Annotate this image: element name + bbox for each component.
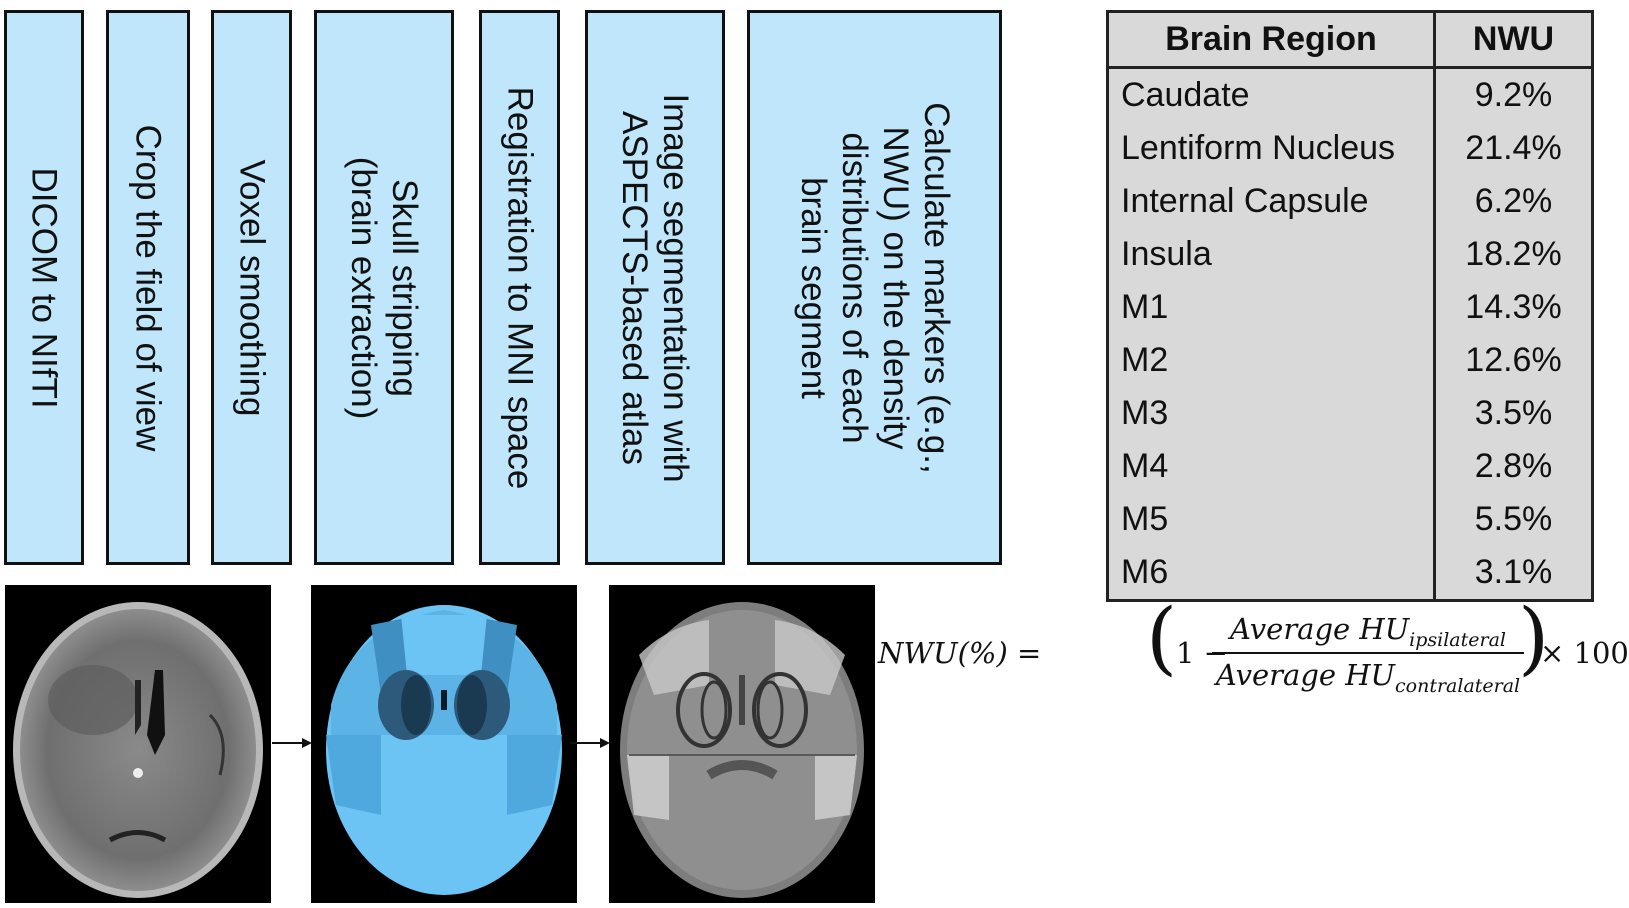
cell-nwu-value: 9.2% (1433, 67, 1594, 122)
step-label: DICOM to NIfTI (24, 20, 65, 555)
step-label: Voxel smoothing (231, 20, 272, 555)
segmented-overlay-image (609, 585, 875, 903)
step-label: Calculate markers (e.g.,NWU) on the dens… (793, 20, 957, 555)
step-label-line: brain segment (793, 176, 833, 399)
step-label: Registration to MNI space (499, 20, 540, 555)
step-label-line: ASPECTS-based atlas (615, 110, 654, 465)
step-label: Skull stripping(brain extraction) (343, 20, 425, 555)
cell-brain-region: M6 (1106, 546, 1436, 602)
cell-brain-region: M4 (1106, 440, 1436, 493)
formula-numerator: Average HUipsilateral (1230, 612, 1506, 651)
arrow-right-icon (570, 738, 610, 748)
cell-nwu-value: 5.5% (1433, 493, 1594, 546)
header-nwu: NWU (1433, 10, 1594, 69)
cell-nwu-value: 2.8% (1433, 440, 1594, 493)
step-dicom-to-nifti: DICOM to NIfTI (4, 10, 84, 565)
step-label-line: Voxel smoothing (232, 159, 271, 416)
cell-brain-region: Insula (1106, 228, 1436, 281)
step-label: Crop the field of view (128, 20, 169, 555)
nwu-formula: NWU(%) = ( 1 − Average HUipsilateral Ave… (878, 598, 1629, 702)
cell-brain-region: Lentiform Nucleus (1106, 122, 1436, 175)
step-label-line: DICOM to NIfTI (24, 166, 64, 409)
cell-brain-region: M2 (1106, 334, 1436, 387)
cell-brain-region: Internal Capsule (1106, 175, 1436, 228)
step-label-line: Image segmentation with (656, 92, 695, 483)
cell-brain-region: M3 (1106, 387, 1436, 440)
formula-times-100: × 100 (1540, 636, 1629, 670)
cell-nwu-value: 3.1% (1433, 546, 1594, 602)
cell-brain-region: Caudate (1106, 67, 1436, 122)
cell-nwu-value: 12.6% (1433, 334, 1594, 387)
cell-nwu-value: 14.3% (1433, 281, 1594, 334)
formula-fraction: Average HUipsilateral Average HUcontrala… (1208, 612, 1528, 698)
cell-nwu-value: 21.4% (1433, 122, 1594, 175)
ct-scan-image (5, 585, 271, 903)
step-label-line: Skull stripping (385, 178, 424, 397)
table-header-row: Brain Region NWU (1106, 10, 1594, 69)
step-label-line: (brain extraction) (344, 156, 383, 419)
step-voxel-smoothing: Voxel smoothing (211, 10, 292, 565)
step-label-line: Crop the field of view (128, 124, 168, 451)
step-registration-mni: Registration to MNI space (479, 10, 560, 565)
step-crop-field-of-view: Crop the field of view (106, 10, 190, 565)
formula-left-paren: ( (1146, 591, 1178, 684)
step-calculate-markers: Calculate markers (e.g.,NWU) on the dens… (747, 10, 1002, 565)
cell-nwu-value: 3.5% (1433, 387, 1594, 440)
cell-brain-region: M1 (1106, 281, 1436, 334)
segmentation-mask-image (311, 585, 577, 903)
header-brain-region: Brain Region (1106, 10, 1436, 69)
step-skull-stripping: Skull stripping(brain extraction) (314, 10, 454, 565)
step-label-line: Calculate markers (e.g., (916, 101, 956, 474)
cell-brain-region: M5 (1106, 493, 1436, 546)
formula-denominator: Average HUcontralateral (1215, 658, 1521, 697)
arrow-right-icon (272, 738, 312, 748)
cell-nwu-value: 18.2% (1433, 228, 1594, 281)
step-label-line: NWU) on the density (875, 126, 915, 449)
cell-nwu-value: 6.2% (1433, 175, 1594, 228)
formula-lhs: NWU(%) = (878, 636, 1042, 670)
step-label-line: distributions of each (834, 131, 874, 444)
formula-right-paren: ) (1518, 591, 1550, 684)
step-label-line: Registration to MNI space (500, 86, 539, 489)
